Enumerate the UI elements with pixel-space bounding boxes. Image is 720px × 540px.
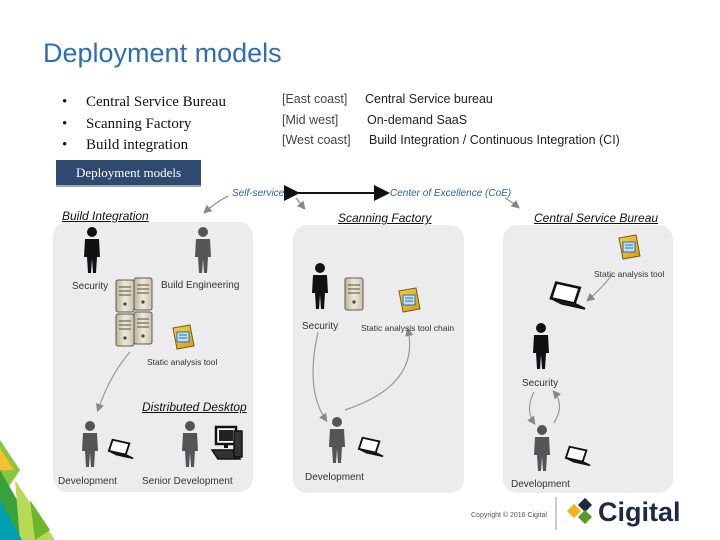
scanning-factory-graphics bbox=[312, 263, 421, 463]
coast-region: [Mid west] bbox=[282, 112, 339, 127]
coast-row: [West coast] Build Integration / Continu… bbox=[282, 130, 620, 151]
developer-person-icon bbox=[534, 425, 550, 471]
decorative-triangles bbox=[0, 440, 55, 540]
server-icon bbox=[115, 313, 135, 347]
distributed-desktop-header: Distributed Desktop bbox=[142, 400, 247, 414]
security-label: Security bbox=[302, 321, 339, 332]
laptop-icon bbox=[107, 438, 135, 460]
server-icon bbox=[133, 311, 153, 345]
slide-title: Deployment models bbox=[43, 38, 282, 68]
coast-list: [East coast] Central Service bureau [Mid… bbox=[282, 89, 620, 151]
build-integration-header: Build Integration bbox=[62, 209, 149, 223]
server-icon bbox=[115, 279, 135, 313]
brand-logo-text: Cigital bbox=[598, 497, 681, 527]
bullet-item: •Scanning Factory bbox=[62, 115, 192, 132]
development-label: Development bbox=[511, 479, 570, 490]
scanning-factory-header: Scanning Factory bbox=[338, 211, 432, 225]
build-engineer-person-icon bbox=[195, 227, 211, 273]
static-analysis-tool-label: Static analysis tool bbox=[594, 269, 665, 279]
build-engineering-label: Build Engineering bbox=[161, 280, 240, 291]
coast-model: Central Service bureau bbox=[365, 92, 493, 106]
central-service-bureau-header: Central Service Bureau bbox=[534, 211, 659, 225]
bullet-list: •Central Service Bureau •Scanning Factor… bbox=[62, 92, 226, 157]
security-person-icon bbox=[533, 323, 549, 369]
tool-chain-label: Static analysis tool chain bbox=[361, 323, 455, 333]
laptop-icon bbox=[357, 436, 385, 458]
developer-person-icon bbox=[329, 417, 345, 463]
coast-row: [Mid west] On-demand SaaS bbox=[282, 110, 467, 131]
security-person-icon bbox=[84, 227, 100, 273]
security-person-icon bbox=[312, 263, 328, 309]
laptop-icon bbox=[564, 445, 592, 467]
development-label: Development bbox=[58, 476, 117, 487]
security-label: Security bbox=[522, 378, 559, 389]
server-icon bbox=[133, 277, 153, 311]
static-analysis-tool-icon bbox=[618, 234, 641, 260]
top-arrows bbox=[203, 185, 520, 214]
desktop-computer-icon bbox=[210, 425, 244, 461]
development-label: Development bbox=[305, 472, 364, 483]
copyright-text: Copyright © 2016 Cigital bbox=[471, 512, 547, 519]
deployment-models-banner: Deployment models bbox=[56, 160, 201, 187]
self-service-label: Self-service bbox=[232, 188, 285, 199]
senior-developer-person-icon bbox=[182, 421, 198, 467]
laptop-icon bbox=[549, 281, 587, 311]
coe-label: Center of Excellence (CoE) bbox=[390, 188, 512, 199]
coast-region: [West coast] bbox=[282, 133, 351, 147]
security-label: Security bbox=[72, 281, 109, 292]
bullet-item: •Central Service Bureau bbox=[62, 94, 226, 110]
central-service-bureau-panel bbox=[503, 225, 673, 493]
static-analysis-tool-label: Static analysis tool bbox=[147, 357, 218, 367]
senior-development-label: Senior Development bbox=[142, 476, 233, 487]
cigital-logo-icon bbox=[566, 497, 593, 525]
static-analysis-tool-icon bbox=[172, 324, 195, 350]
central-service-bureau-graphics bbox=[527, 234, 641, 471]
coast-row: [East coast] Central Service bureau bbox=[282, 89, 493, 110]
bullet-item: •Build integration bbox=[62, 137, 189, 153]
server-icon bbox=[344, 277, 364, 311]
static-analysis-tool-icon bbox=[398, 287, 421, 313]
coast-model: On-demand SaaS bbox=[367, 112, 468, 127]
developer-person-icon bbox=[82, 421, 98, 467]
coast-region: [East coast] bbox=[282, 92, 348, 106]
build-integration-graphics bbox=[82, 227, 244, 467]
coast-model: Build Integration / Continuous Integrati… bbox=[369, 133, 620, 147]
